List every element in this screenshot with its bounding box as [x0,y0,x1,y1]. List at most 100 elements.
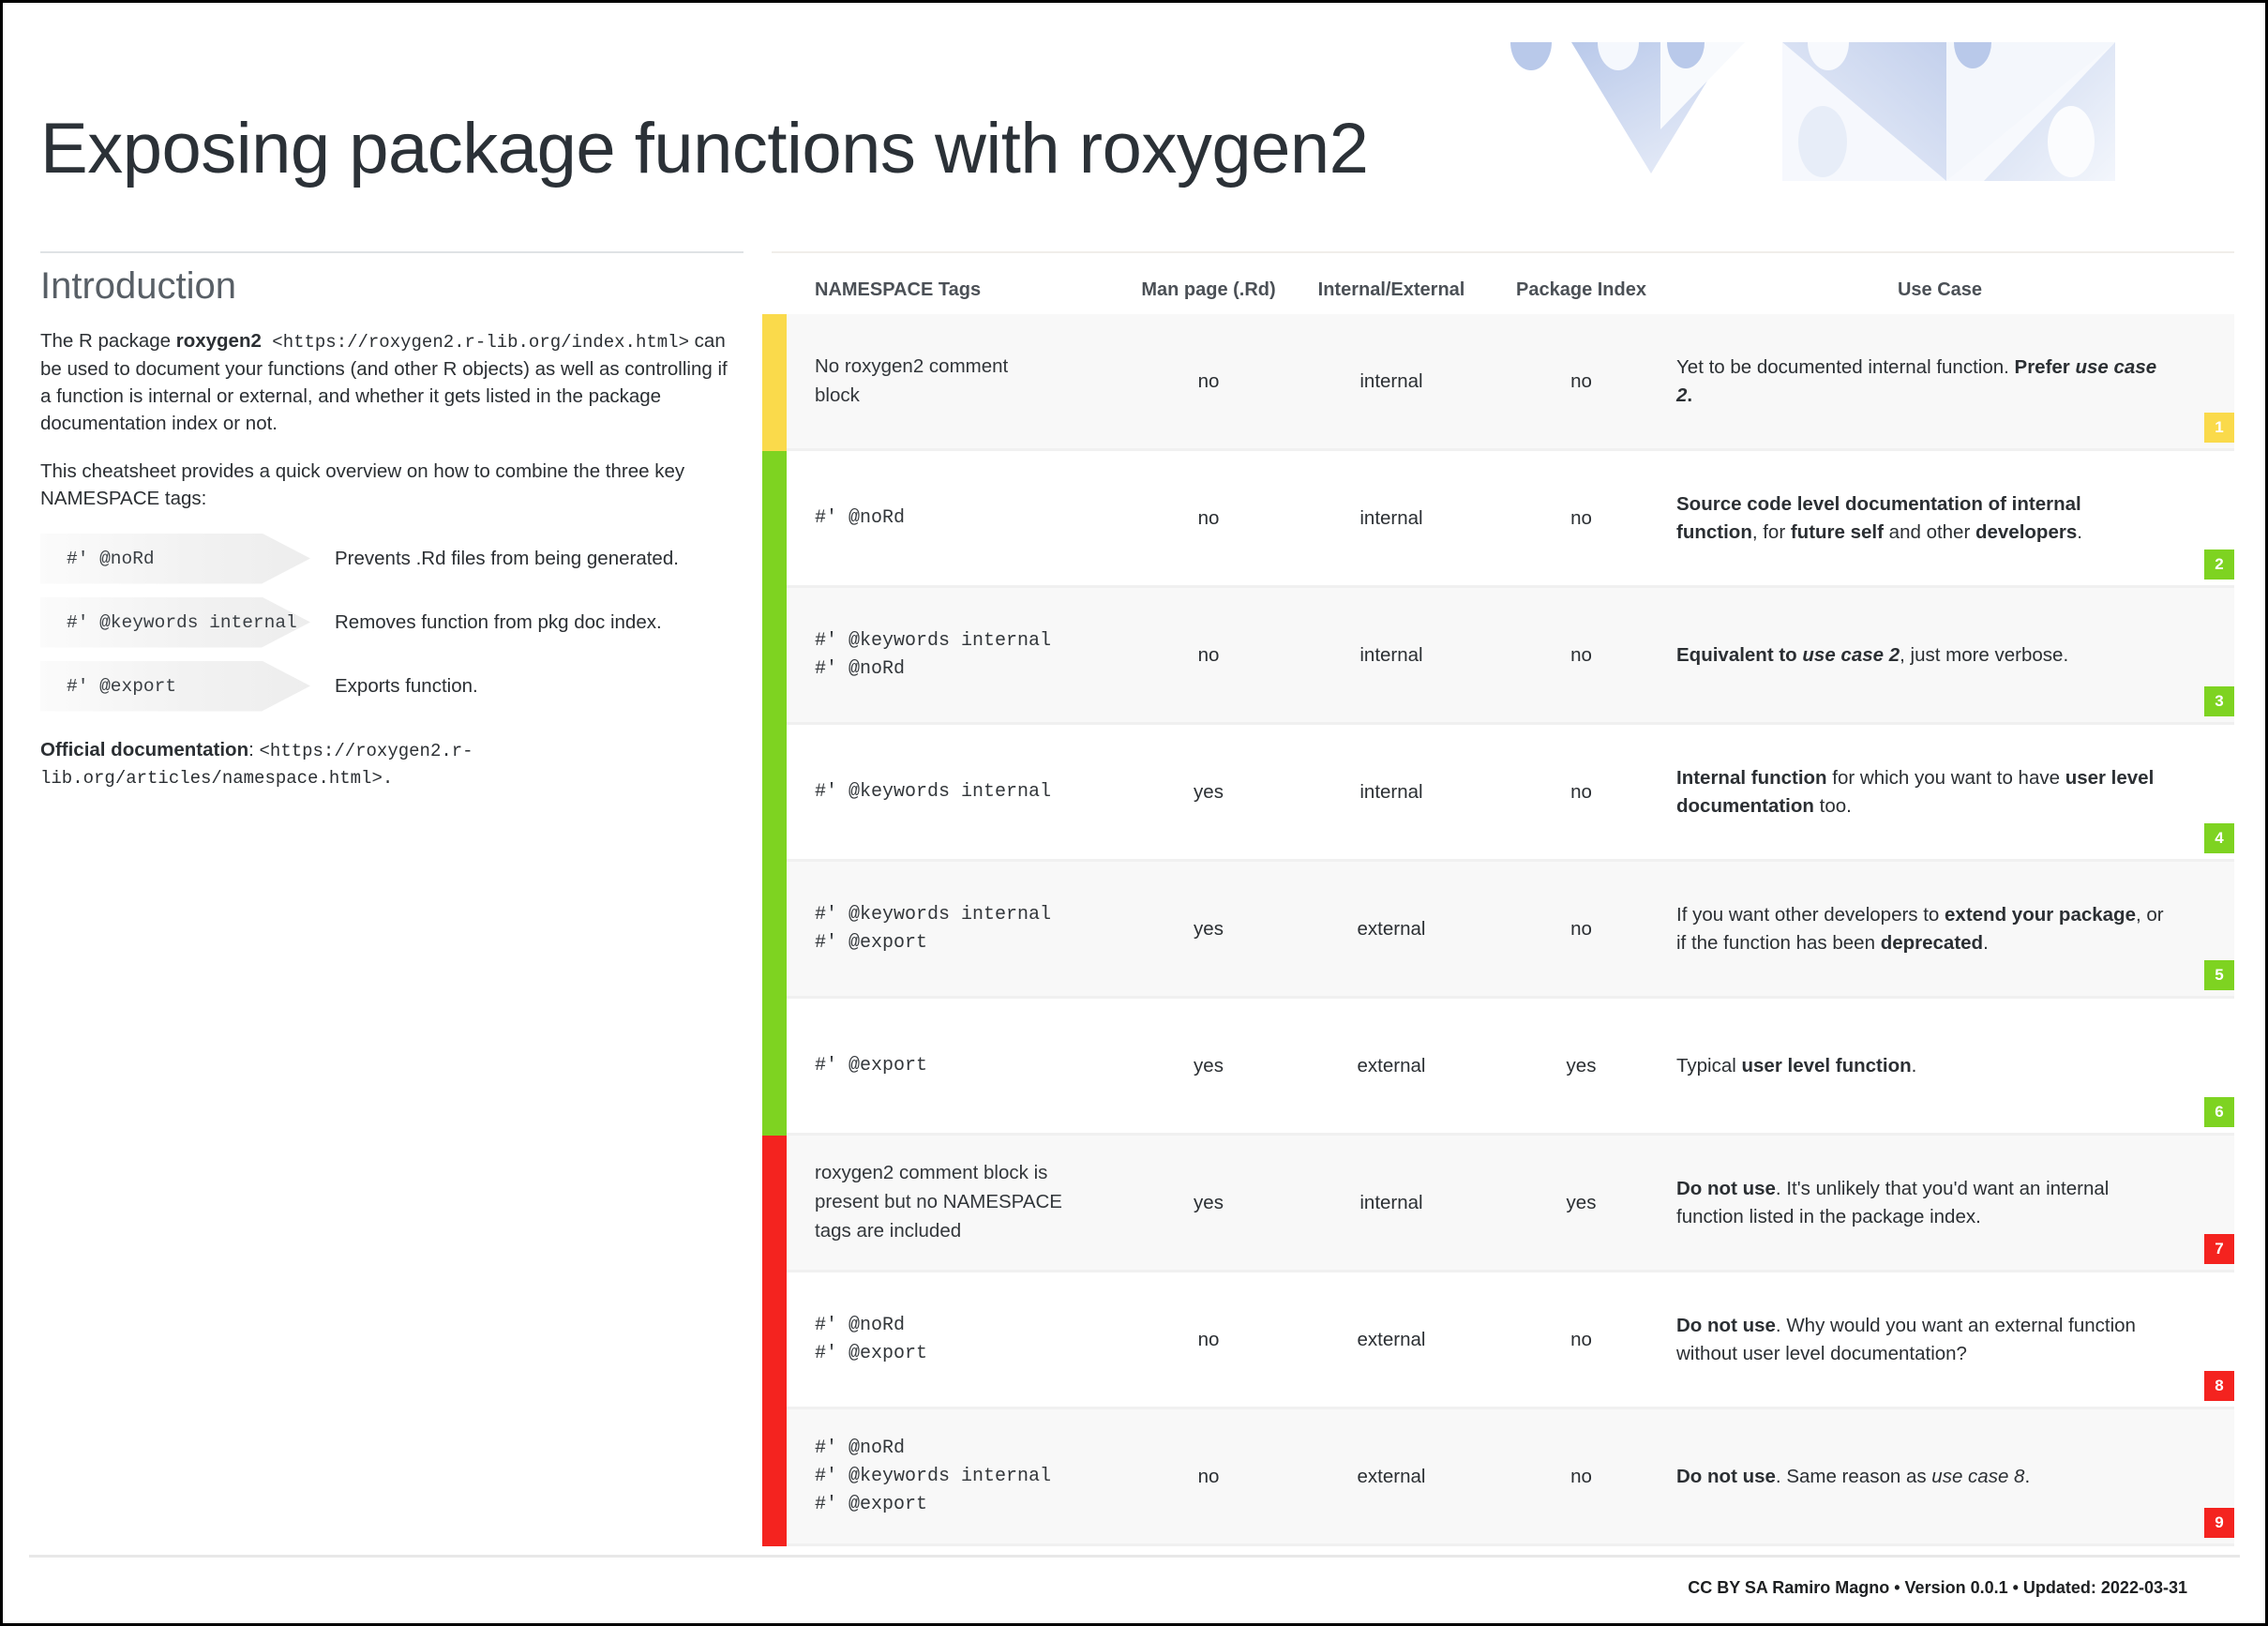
use-case-text-fragment: and other [1883,520,1975,543]
tag-desc-nord: Prevents .Rd files from being generated. [335,547,679,569]
use-case-text-fragment: Typical [1676,1054,1742,1076]
cell-internal-external: internal [1359,1191,1423,1213]
cell-internal-external: external [1357,917,1426,940]
use-case-text-fragment: user level function [1741,1054,1912,1076]
column-header-namespace-tags: NAMESPACE Tags [815,279,982,300]
use-case-text-fragment: . [1983,931,1989,954]
use-case-text-fragment: . [1911,1054,1917,1076]
cell-use-case: Do not use. Why would you want an extern… [1673,1312,2207,1366]
use-case-text-fragment: , just more verbose. [1900,643,2069,666]
use-case-text-fragment: Internal function [1676,767,1827,790]
cell-man-page: no [1197,369,1220,392]
cell-namespace-tags: #' @noRd #' @export [815,1314,928,1364]
use-case-number-badge: 3 [2204,686,2234,716]
cell-use-case: Yet to be documented internal function. … [1673,354,2207,408]
cell-package-index: no [1570,643,1592,666]
use-case-text-fragment: . [2024,1465,2031,1487]
cell-namespace-tags: #' @export [815,1054,928,1076]
table-group-green: #' @noRd no internal no Source code level do… [762,451,2234,1136]
tag-arrow-shape: #' @export [40,660,310,712]
cell-namespace-tags: #' @keywords internal [815,780,1052,803]
cell-internal-external: external [1357,1054,1426,1076]
use-case-number-badge: 8 [2204,1371,2234,1401]
tag-row-keywords-internal: #' @keywords internal Removes function f… [40,596,739,648]
use-case-table: NAMESPACE Tags Man page (.Rd) Internal/E… [762,265,2234,1546]
introduction-section: Introduction The R package roxygen2 <htt… [40,263,739,812]
tag-row-export: #' @export Exports function. [40,660,739,712]
table-row: #' @export yes external yes Typical user lev… [787,999,2234,1136]
title-block: Exposing package functions with roxygen2 [40,113,1634,185]
cell-man-page: yes [1194,1191,1224,1213]
cell-use-case: Do not use. Same reason as use case 8. [1673,1463,2207,1490]
cell-namespace-tags: #' @keywords internal #' @noRd [815,629,1052,680]
use-case-text-fragment: , or if the function has been [1676,904,2164,954]
cell-package-index: no [1570,369,1592,392]
column-header-package-index: Package Index [1516,279,1646,300]
use-case-text-fragment: user level documentation [1676,767,2155,817]
table-row: No roxygen2 comment block no internal no Yet… [787,314,2234,451]
cell-man-page: no [1197,1328,1220,1350]
official-documentation-line: Official documentation: <https://roxygen… [40,736,739,792]
table-row: #' @noRd #' @keywords internal #' @expor… [787,1409,2234,1546]
cell-package-index: yes [1566,1191,1597,1213]
use-case-text-fragment: . [1687,384,1693,406]
cell-man-page: yes [1194,917,1224,940]
use-case-text-fragment: Do not use [1676,1465,1776,1487]
cell-namespace-tags: #' @noRd [815,506,906,529]
cell-package-index: no [1570,917,1592,940]
cell-internal-external: external [1357,1465,1426,1487]
cell-namespace-tags: No roxygen2 comment block [815,354,1009,406]
use-case-text-fragment: . Same reason as [1775,1465,1932,1487]
cell-man-page: yes [1194,1054,1224,1076]
roxygen2-index-url: <https://roxygen2.r-lib.org/index.html> [261,332,689,353]
cell-use-case: Source code level documentation of inter… [1673,490,2207,545]
cell-namespace-tags: #' @noRd #' @keywords internal #' @expor… [815,1437,1052,1515]
use-case-text-fragment: . [2077,520,2082,543]
cell-package-index: yes [1566,1054,1597,1076]
use-case-text-fragment: If you want other developers to [1676,904,1945,926]
use-case-text-fragment: deprecated [1880,931,1984,954]
footer-credit: CC BY SA Ramiro Magno • Version 0.0.1 • … [1688,1578,2187,1597]
official-doc-label: Official documentation [40,738,249,760]
cell-internal-external: internal [1359,780,1423,803]
table-group-yellow: No roxygen2 comment block no internal no Yet… [762,314,2234,451]
use-case-text-fragment: developers [1975,520,2078,543]
cell-use-case: If you want other developers to extend y… [1673,901,2207,956]
column-header-internal-external: Internal/External [1317,279,1465,300]
cell-package-index: no [1570,1465,1592,1487]
tag-row-nord: #' @noRd Prevents .Rd files from being g… [40,533,739,584]
use-case-text-fragment: Equivalent to [1676,643,1803,666]
use-case-text-fragment: Prefer [2014,356,2076,379]
title-divider-right [772,251,2234,253]
intro-p1-tail: can be used to document your functions (… [40,330,728,435]
use-case-text-fragment: future self [1790,520,1884,543]
column-header-use-case: Use Case [1897,279,1983,300]
cell-use-case: Internal function for which you want to … [1673,764,2207,819]
intro-p1-lead: The R package [40,330,176,352]
use-case-number-badge: 4 [2204,823,2234,853]
cell-use-case: Equivalent to use case 2, just more verb… [1673,641,2207,669]
table-row: roxygen2 comment block is present but no… [787,1136,2234,1272]
use-case-number-badge: 5 [2204,960,2234,990]
use-case-text-fragment: use case 2 [1802,643,1900,666]
cell-package-index: no [1570,780,1592,803]
use-case-text-fragment: use case 8 [1931,1465,2025,1487]
cell-package-index: no [1570,506,1592,529]
use-case-number-badge: 7 [2204,1234,2234,1264]
use-case-number-badge: 1 [2204,413,2234,443]
use-case-number-badge: 2 [2204,550,2234,580]
cell-man-page: no [1197,506,1220,529]
cell-internal-external: internal [1359,369,1423,392]
cell-internal-external: internal [1359,643,1423,666]
tag-label-keywords-internal: #' @keywords internal [67,611,297,633]
title-divider [40,251,743,253]
use-case-text-fragment: Do not use [1676,1178,1776,1200]
cell-package-index: no [1570,1328,1592,1350]
footer-divider [29,1555,2240,1558]
column-header-man-page: Man page (.Rd) [1141,279,1276,300]
use-case-text-fragment: extend your package [1945,904,2136,926]
